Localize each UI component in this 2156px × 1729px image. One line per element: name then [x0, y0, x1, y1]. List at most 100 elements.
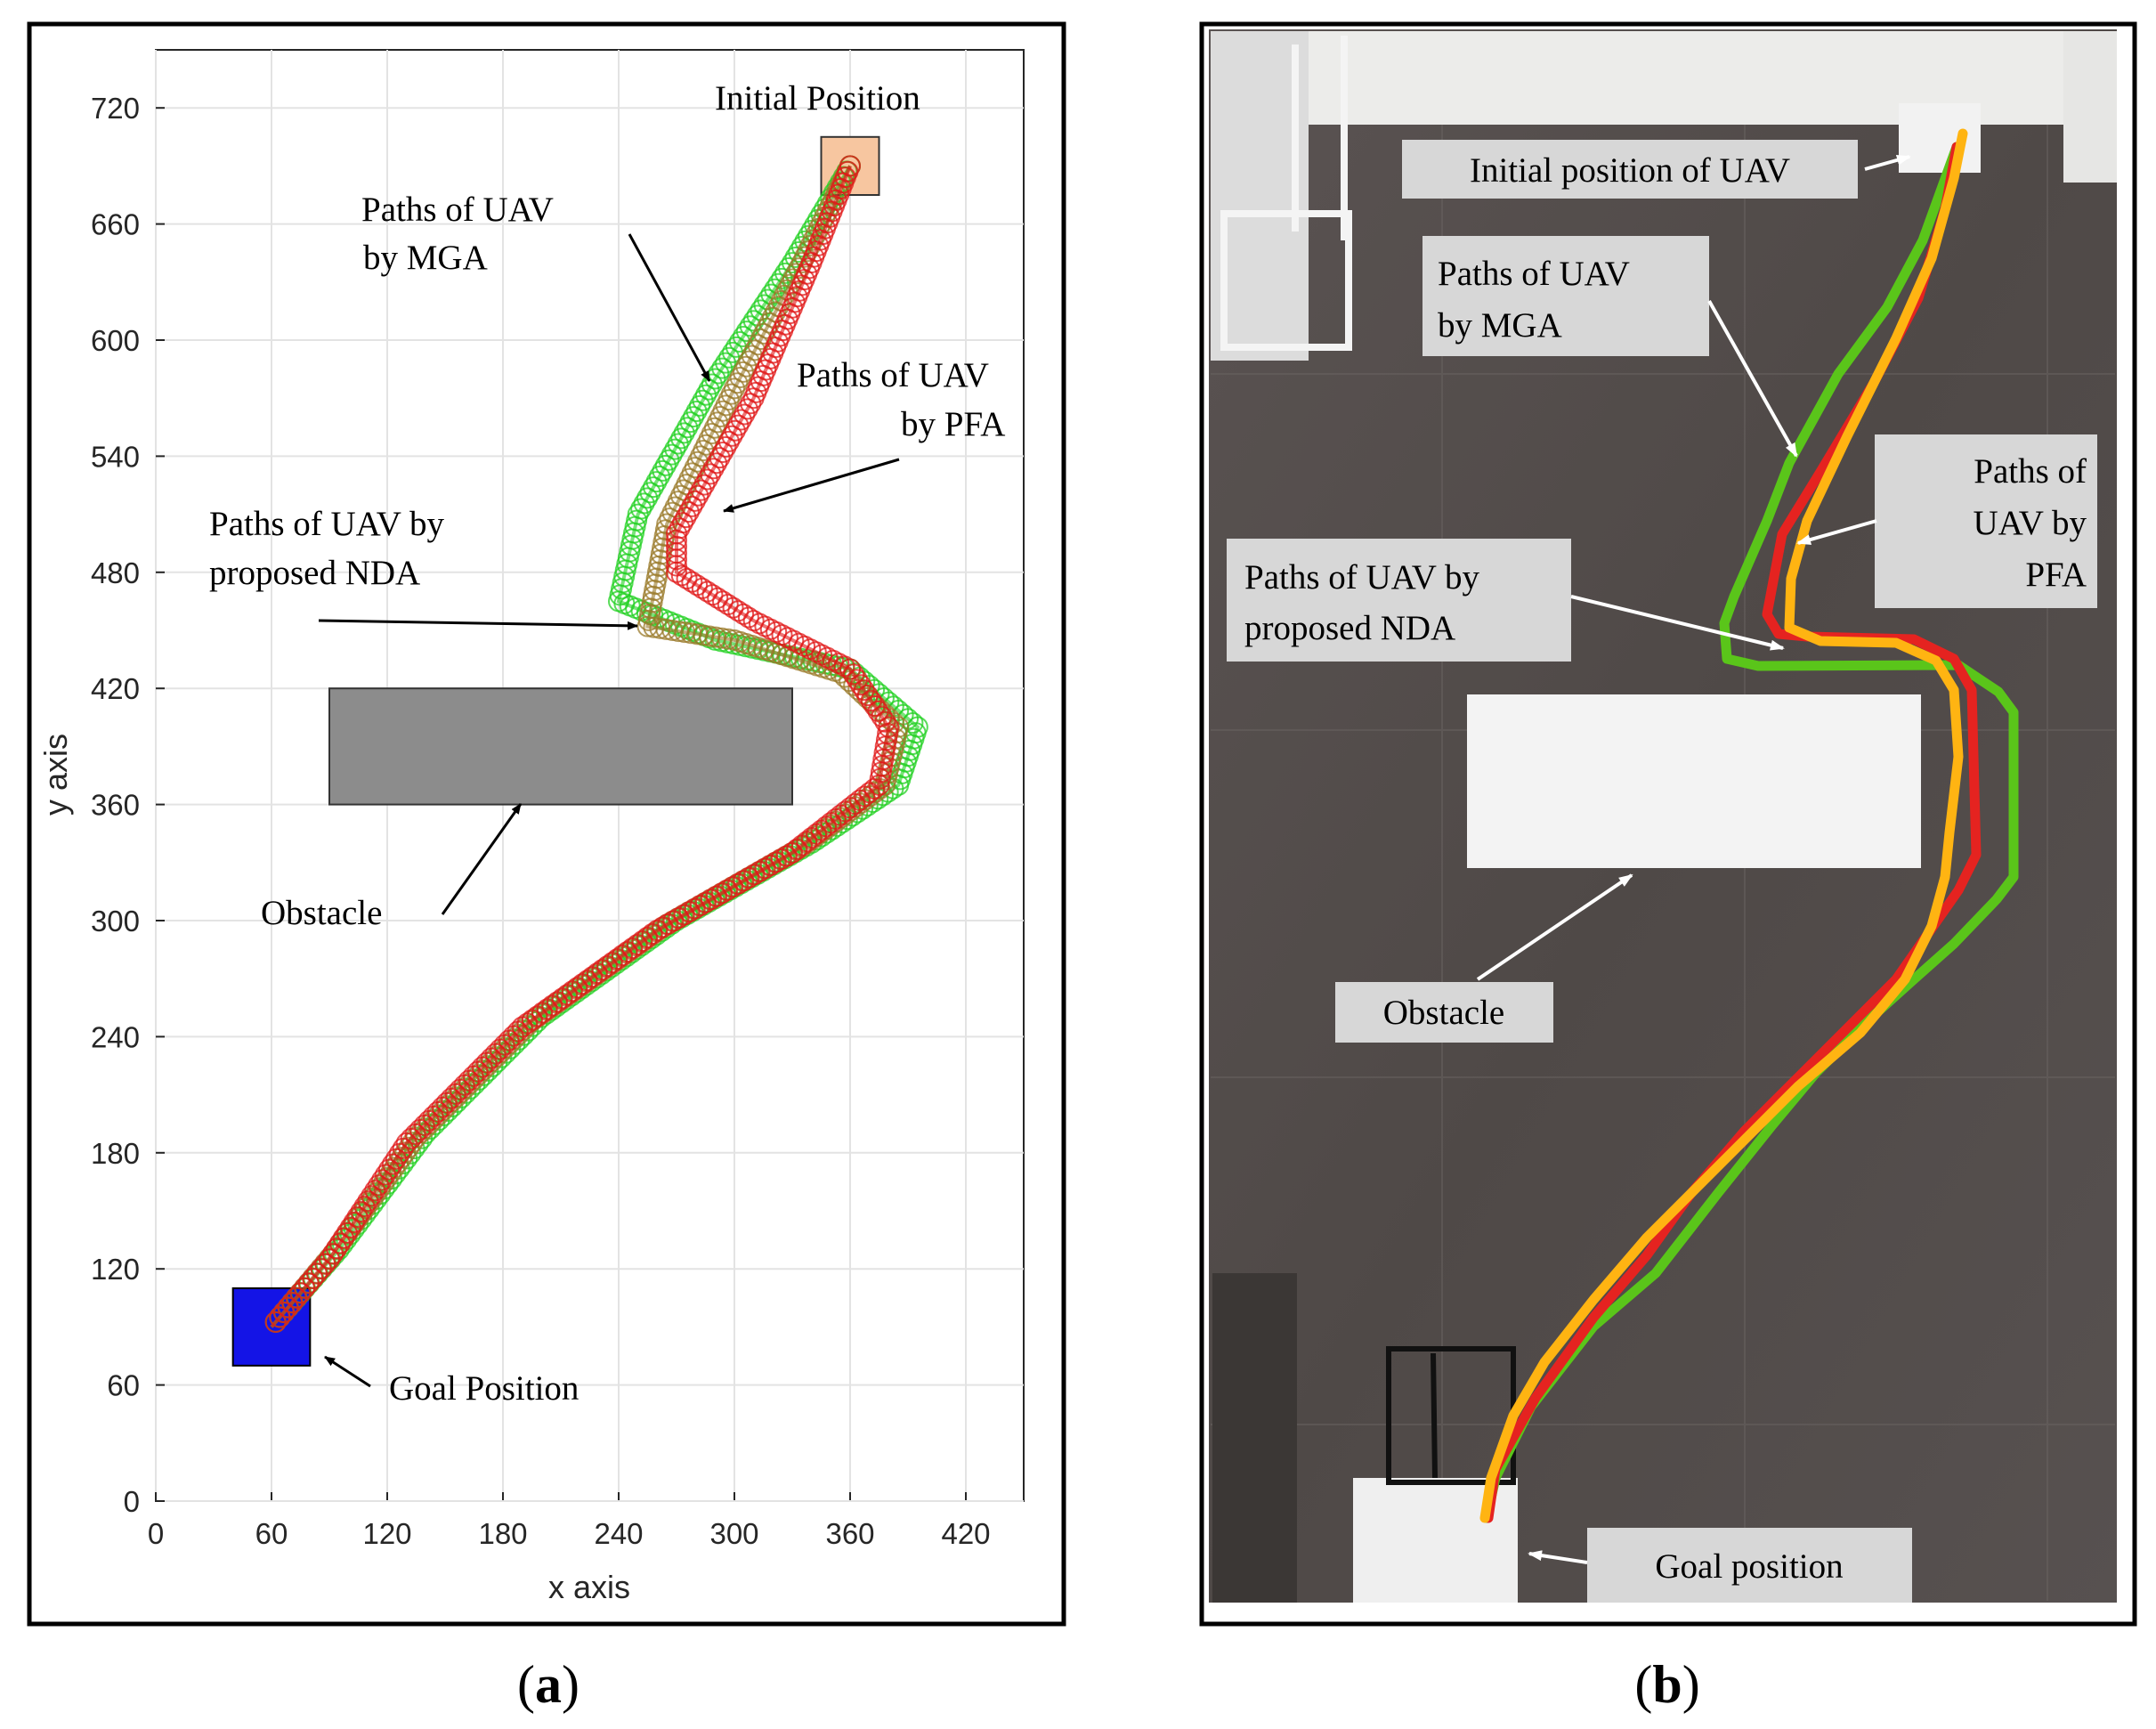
series-point: [701, 889, 722, 911]
series-point: [652, 916, 674, 938]
series-point: [678, 901, 701, 923]
series-point: [683, 406, 705, 428]
label-box-nda: [1227, 539, 1571, 662]
label-box-obstacle: [1335, 982, 1553, 1043]
series-point: [712, 442, 734, 464]
series-point: [759, 854, 782, 876]
series-point: [361, 1185, 383, 1207]
series-point: [353, 1196, 376, 1218]
caption-a: (a): [517, 1655, 580, 1714]
series-point: [392, 1137, 414, 1159]
series-point: [709, 447, 731, 469]
series-point: [706, 885, 728, 907]
y-tick-label: 240: [91, 1020, 140, 1053]
label-box-goal: [1587, 1528, 1912, 1603]
y-axis-label: y axis: [37, 734, 74, 816]
series-point: [839, 658, 861, 680]
series-point: [869, 767, 891, 790]
mga-label-line2: by MGA: [363, 239, 488, 277]
photo-path-pfa: [1483, 142, 1982, 1523]
series-point: [677, 417, 699, 439]
series-point: [707, 587, 729, 609]
series-point: [696, 468, 718, 491]
x-tick-label: 420: [941, 1517, 990, 1550]
series-point: [770, 848, 792, 870]
series-point: [675, 507, 697, 529]
photo-path-nda: [1479, 128, 1968, 1523]
x-tick-label: 360: [825, 1517, 874, 1550]
series-point: [664, 438, 686, 460]
mga-arrow: [628, 233, 711, 382]
series-point: [673, 904, 695, 926]
series-point: [684, 897, 706, 920]
series-point: [724, 419, 746, 442]
label-box-mga: [1422, 236, 1709, 356]
series-point: [677, 500, 700, 523]
y-tick-label: 720: [91, 92, 140, 125]
series-point: [325, 1238, 347, 1260]
series-point: [727, 600, 750, 622]
series-point: [673, 422, 695, 444]
nda-label-line1: Paths of UAV by: [209, 505, 445, 543]
series-point: [686, 574, 709, 597]
series-point: [690, 479, 712, 501]
obstacle-label: Obstacle: [261, 894, 382, 932]
photo-pfa-label-line3: PFA: [2025, 556, 2087, 594]
series-point: [670, 564, 693, 587]
initial-position-label: Initial Position: [715, 79, 920, 118]
series-point: [775, 845, 798, 867]
y-tick-label: 540: [91, 440, 140, 473]
series-point: [381, 1153, 403, 1175]
panel-b: Initial position of UAV Paths of UAV by …: [1199, 21, 2137, 1714]
series-point: [328, 1232, 351, 1254]
series-point: [643, 476, 664, 499]
goal-position-label: Goal Position: [389, 1369, 579, 1408]
series-point: [666, 548, 687, 571]
series-point: [645, 471, 668, 493]
mga-label-line1: Paths of UAV: [361, 191, 554, 229]
series-point: [842, 663, 864, 686]
series-point: [700, 463, 722, 485]
series-point: [702, 458, 725, 480]
photo-obstacle-arrow: [1476, 873, 1633, 981]
y-tick-label: 0: [124, 1485, 140, 1518]
series-point: [758, 312, 781, 334]
series-point: [782, 841, 803, 864]
series-point: [701, 373, 723, 395]
series-point: [694, 384, 717, 406]
y-tick-label: 600: [91, 324, 140, 357]
series-point: [648, 466, 670, 488]
series-point: [874, 710, 896, 733]
photo-initial-arrow: [1864, 154, 1911, 171]
series-point: [727, 873, 750, 895]
photo-nda-label-line1: Paths of UAV by: [1244, 558, 1480, 597]
series-point: [332, 1227, 354, 1249]
series-point: [765, 851, 787, 873]
series-point: [395, 1132, 417, 1154]
series-pfa: [264, 155, 900, 1333]
series-point: [666, 555, 687, 577]
series-point: [738, 866, 760, 889]
obstacle-arrow: [441, 803, 523, 915]
pfa-label-line1: Paths of UAV: [797, 356, 989, 394]
photo-path-mga: [1481, 142, 2019, 1523]
x-tick-label: 120: [362, 1517, 411, 1550]
series-point: [371, 1169, 393, 1191]
series-point: [375, 1164, 397, 1186]
series-point: [666, 561, 687, 583]
series-point: [269, 1306, 291, 1328]
series-point: [662, 910, 685, 932]
caption-b: (b): [1634, 1655, 1699, 1714]
photo-pfa-label-line1: Paths of: [1974, 452, 2087, 491]
series-point: [684, 490, 706, 512]
series-point: [658, 449, 680, 471]
cables-bottom-left: [1212, 1273, 1297, 1603]
series-point: [733, 870, 755, 892]
series-point: [364, 1180, 386, 1202]
series-point: [681, 495, 703, 517]
series-point: [742, 387, 765, 410]
